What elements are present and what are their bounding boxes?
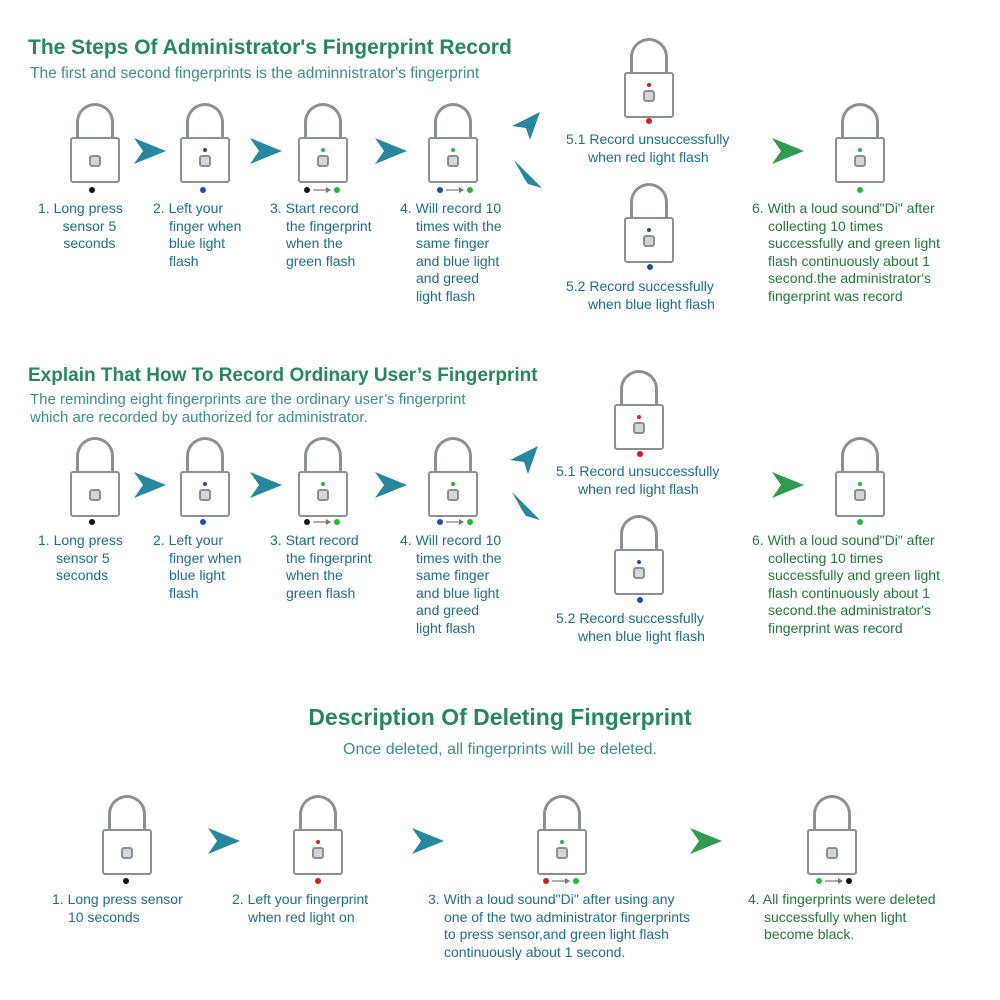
padlock-icon	[102, 795, 152, 895]
fingerprint-sensor-icon	[199, 155, 211, 167]
padlock-icon	[835, 437, 885, 537]
padlock-icon	[293, 795, 343, 895]
led-indicator	[89, 518, 95, 526]
fingerprint-sensor-icon	[89, 155, 101, 167]
padlock-icon	[537, 795, 587, 895]
led-indicator	[637, 596, 643, 604]
fingerprint-sensor-icon	[633, 422, 645, 434]
user-section-title: Explain That How To Record Ordinary User…	[28, 365, 538, 386]
chevron-right-icon	[134, 472, 166, 498]
admin-section-title: The Steps Of Administrator's Fingerprint…	[28, 36, 512, 59]
led-indicator	[89, 186, 95, 194]
led-indicator	[123, 877, 129, 885]
fingerprint-sensor-icon	[89, 489, 101, 501]
delete-section-subtitle: Once deleted, all fingerprints will be d…	[343, 741, 657, 758]
arrow-up-right-icon	[512, 112, 540, 140]
chevron-right-icon	[250, 138, 282, 164]
padlock-icon	[70, 103, 120, 203]
led-indicator	[200, 186, 206, 194]
padlock-icon	[835, 103, 885, 203]
fingerprint-sensor-icon	[854, 489, 866, 501]
chevron-right-icon	[250, 472, 282, 498]
chevron-right-icon	[134, 138, 166, 164]
fingerprint-sensor-icon	[643, 90, 655, 102]
fingerprint-sensor-icon	[854, 155, 866, 167]
fingerprint-sensor-icon	[447, 155, 459, 167]
fingerprint-sensor-icon	[199, 489, 211, 501]
fingerprint-sensor-icon	[826, 847, 838, 859]
padlock-icon	[614, 515, 664, 615]
padlock-icon	[298, 103, 348, 203]
arrow-down-right-icon	[514, 160, 542, 188]
fingerprint-sensor-icon	[633, 567, 645, 579]
led-indicator	[857, 518, 863, 526]
fingerprint-sensor-icon	[121, 847, 133, 859]
led-indicator	[200, 518, 206, 526]
chevron-right-icon	[690, 828, 722, 854]
padlock-icon	[180, 437, 230, 537]
fingerprint-sensor-icon	[643, 235, 655, 247]
user-section-subtitle: The reminding eight fingerprints are the…	[30, 391, 466, 426]
padlock-icon	[428, 103, 478, 203]
led-indicator	[647, 263, 653, 271]
led-indicator	[857, 186, 863, 194]
padlock-icon	[614, 370, 664, 470]
led-indicator	[543, 877, 579, 885]
padlock-icon	[428, 437, 478, 537]
admin-section-subtitle: The first and second fingerprints is the…	[30, 65, 480, 82]
fingerprint-sensor-icon	[317, 155, 329, 167]
fingerprint-sensor-icon	[556, 847, 568, 859]
padlock-icon	[298, 437, 348, 537]
led-indicator	[304, 518, 340, 526]
padlock-icon	[70, 437, 120, 537]
led-indicator	[437, 186, 473, 194]
arrow-up-right-icon	[510, 446, 538, 474]
led-indicator	[646, 117, 652, 125]
arrow-down-right-icon	[512, 492, 540, 520]
delete-step3-caption: 3. With a loud sound"Di" after using any…	[428, 891, 690, 960]
led-indicator	[315, 877, 321, 885]
chevron-right-icon	[208, 828, 240, 854]
padlock-icon	[624, 183, 674, 283]
chevron-right-icon	[375, 138, 407, 164]
padlock-icon	[624, 38, 674, 138]
chevron-right-icon	[375, 472, 407, 498]
fingerprint-sensor-icon	[312, 847, 324, 859]
padlock-icon	[180, 103, 230, 203]
led-indicator	[304, 186, 340, 194]
led-indicator	[637, 450, 643, 458]
chevron-right-icon	[772, 472, 804, 498]
led-indicator	[816, 877, 852, 885]
fingerprint-sensor-icon	[447, 489, 459, 501]
chevron-right-icon	[772, 138, 804, 164]
delete-section-title: Description Of Deleting Fingerprint	[308, 704, 692, 730]
padlock-icon	[807, 795, 857, 895]
fingerprint-sensor-icon	[317, 489, 329, 501]
led-indicator	[437, 518, 473, 526]
chevron-right-icon	[412, 828, 444, 854]
